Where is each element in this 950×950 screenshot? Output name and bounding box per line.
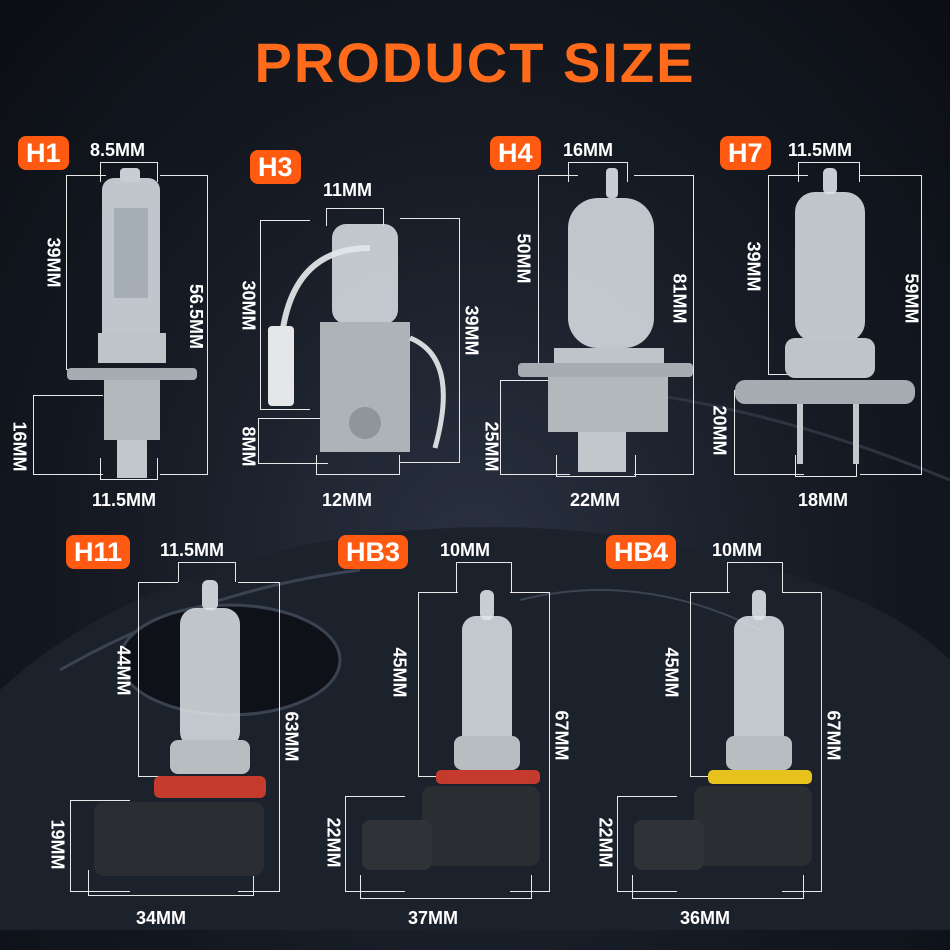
hb3-outline-bottom bbox=[360, 875, 532, 899]
h11-bulb-image bbox=[94, 580, 266, 876]
h11-outline-top bbox=[178, 562, 236, 582]
h1-outline-right bbox=[160, 175, 208, 475]
h11-top-dim: 11.5MM bbox=[160, 540, 225, 560]
h3-base-dim: 8MM bbox=[238, 426, 259, 467]
h4-outline-right bbox=[634, 175, 694, 475]
h4-outline-bottom bbox=[556, 455, 636, 477]
badge-h7: H7 bbox=[720, 136, 771, 170]
hb4-base-dim: 22MM bbox=[595, 817, 616, 868]
h3-outline-base bbox=[258, 418, 328, 464]
h1-bottom-dim: 11.5MM bbox=[92, 490, 157, 510]
hb4-outline-bottom bbox=[632, 875, 804, 899]
hb4-bulb-image bbox=[634, 590, 812, 870]
h4-outline-base bbox=[500, 380, 570, 475]
h1-outline-top bbox=[100, 162, 158, 182]
hb4-top-dim: 10MM bbox=[712, 540, 763, 560]
h3-outline-right bbox=[400, 218, 460, 463]
h3-bulb-image bbox=[268, 224, 446, 452]
badge-hb4: HB4 bbox=[606, 535, 677, 569]
h1-bulb-image bbox=[67, 168, 197, 478]
hb3-base-dim: 22MM bbox=[323, 817, 344, 868]
h7-outline-top bbox=[798, 162, 860, 182]
h11-outline-right bbox=[238, 582, 280, 892]
h11-outline-base bbox=[70, 800, 130, 892]
h4-bottom-dim: 22MM bbox=[570, 490, 621, 510]
hb3-top-dim: 10MM bbox=[440, 540, 491, 560]
h4-outline-top bbox=[568, 162, 628, 182]
h4-bulb-image bbox=[518, 168, 693, 472]
hb3-bottom-dim: 37MM bbox=[408, 908, 459, 928]
h3-right-dim: 39MM bbox=[461, 305, 482, 356]
h4-top-dim: 16MM bbox=[563, 140, 614, 160]
h7-outline-right bbox=[860, 175, 922, 475]
h7-outline-bottom bbox=[795, 455, 857, 477]
hb3-outline-base bbox=[345, 796, 405, 892]
badge-h1: H1 bbox=[18, 136, 69, 170]
h1-top-dim: 8.5MM bbox=[90, 140, 146, 160]
badge-hb3: HB3 bbox=[338, 535, 409, 569]
h7-bulb-image bbox=[735, 168, 915, 464]
hb4-bottom-dim: 36MM bbox=[680, 908, 731, 928]
badge-h4: H4 bbox=[490, 136, 541, 170]
h1-outline-base bbox=[33, 395, 103, 475]
hb4-outline-base bbox=[617, 796, 677, 892]
h1-base-dim: 16MM bbox=[9, 421, 30, 472]
hb4-right-dim: 67MM bbox=[823, 710, 844, 761]
h11-outline-bottom bbox=[88, 870, 254, 896]
hb4-outline-top bbox=[727, 562, 783, 592]
hb3-right-dim: 67MM bbox=[551, 710, 572, 761]
h11-bottom-dim: 34MM bbox=[136, 908, 187, 928]
h1-outline-bottom bbox=[100, 458, 158, 480]
hb3-outline-top bbox=[456, 562, 512, 592]
page-title: PRODUCT SIZE bbox=[254, 31, 696, 94]
h3-bottom-dim: 12MM bbox=[322, 490, 373, 510]
h7-bottom-dim: 18MM bbox=[798, 490, 849, 510]
h1-left-dim: 39MM bbox=[43, 237, 64, 288]
h3-outline-left bbox=[260, 220, 310, 410]
badge-h11: H11 bbox=[66, 535, 131, 569]
h4-base-dim: 25MM bbox=[481, 421, 502, 472]
h7-base-dim: 20MM bbox=[709, 405, 730, 456]
h3-left-dim: 30MM bbox=[238, 280, 259, 331]
hb3-outline-right bbox=[510, 592, 550, 892]
h7-top-dim: 11.5MM bbox=[788, 140, 853, 160]
hb3-bulb-image bbox=[362, 590, 540, 870]
h11-right-dim: 63MM bbox=[281, 711, 302, 762]
h3-outline-top bbox=[326, 208, 384, 226]
hb4-outline-right bbox=[782, 592, 822, 892]
h3-top-dim: 11MM bbox=[323, 180, 373, 200]
h3-outline-bottom bbox=[316, 455, 400, 475]
badge-h3: H3 bbox=[250, 150, 301, 184]
h11-base-dim: 19MM bbox=[47, 819, 68, 870]
